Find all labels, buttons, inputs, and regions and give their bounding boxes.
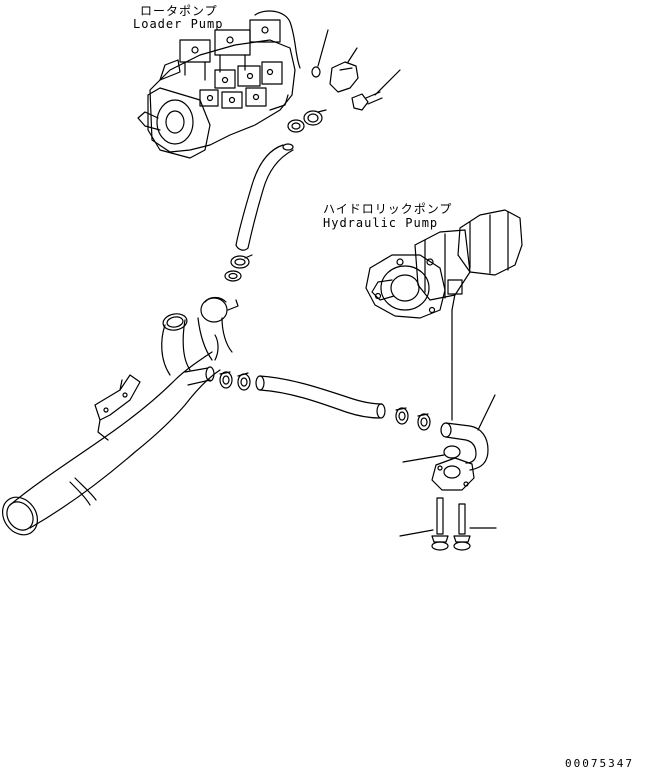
drawing-number: 00075347 [565, 757, 634, 770]
loader-pump [138, 11, 300, 158]
outlet-elbow [403, 395, 495, 490]
hydraulic-pump-label-en: Hydraulic Pump [323, 216, 439, 230]
loader-pump-label-jp: ロータポンプ [140, 4, 218, 18]
flange-bolts [400, 498, 496, 550]
hydraulic-pump [366, 210, 522, 318]
upper-hose [225, 144, 293, 281]
hydraulic-pump-label-jp: ハイドロリックポンプ [323, 202, 453, 216]
lower-hose [220, 372, 430, 430]
loader-pump-fittings [288, 30, 400, 132]
suction-pipe [0, 298, 238, 542]
loader-pump-label-en: Loader Pump [133, 17, 224, 31]
